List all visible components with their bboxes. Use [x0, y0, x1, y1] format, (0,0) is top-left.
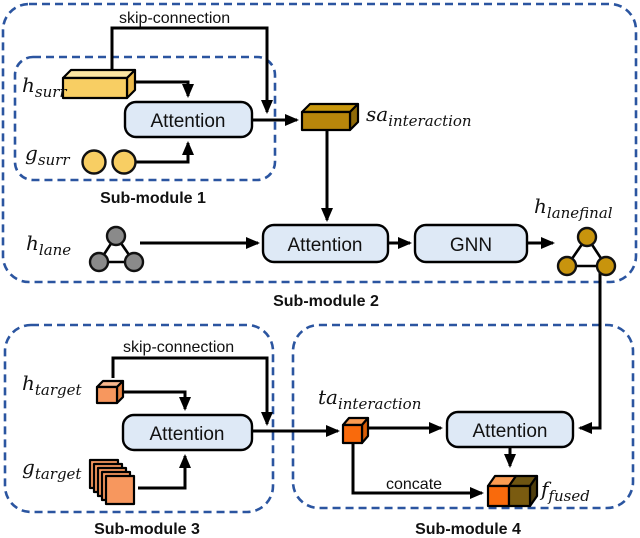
attention3-rect: [121, 413, 254, 452]
attention1-rect: [123, 100, 254, 139]
arrow-gsurr-to-attention1: [136, 141, 194, 164]
h-surr-tensor-front: [61, 76, 129, 100]
h-lanefinal-main: h: [534, 194, 547, 218]
h-lane-main: h: [26, 231, 39, 255]
skip-connection-arrow-top: [110, 26, 273, 114]
lane-node-left: [88, 251, 110, 273]
g-surr-sub: surr: [38, 151, 71, 169]
concate-label: concate: [386, 476, 442, 493]
h-target-label: htarget: [22, 371, 83, 399]
attention2-block: Attention: [261, 223, 390, 264]
g-target-layer-5: [104, 474, 136, 506]
h-lane-sub: lane: [39, 241, 71, 259]
submodule3-label: Sub-module 3: [94, 521, 200, 538]
h-lane-graph: [88, 225, 145, 273]
arrow-gtarget-to-attention3: [138, 454, 191, 490]
h-target-cube-front: [95, 385, 119, 405]
sa-sub: interaction: [388, 112, 471, 130]
concate-arrow: [351, 443, 484, 499]
attention2-label: Attention: [288, 235, 363, 256]
gnn-rect: [413, 223, 529, 264]
submodule2-outer-box: [1, 2, 638, 284]
sa-tensor-front: [300, 110, 352, 132]
attention2-rect: [261, 223, 390, 264]
attention1-block: Attention: [123, 100, 254, 139]
arrow-htarget-to-attention3: [123, 390, 191, 411]
g-target-sub: target: [35, 465, 83, 483]
attention3-block: Attention: [121, 413, 254, 452]
h-surr-main: h: [22, 73, 35, 97]
attention4-block: Attention: [445, 410, 575, 449]
submodule1-box: [13, 55, 277, 182]
submodule1-label: Sub-module 1: [100, 190, 206, 207]
f-fused-label: ffused: [539, 477, 590, 505]
attention3-label: Attention: [150, 424, 225, 445]
f-fused-cubes: [486, 474, 539, 508]
gnn-label: GNN: [450, 235, 492, 256]
g-target-label: gtarget: [22, 455, 82, 483]
ta-interaction-cube: [341, 416, 370, 445]
ta-main: ta: [318, 385, 338, 409]
attention4-label: Attention: [473, 421, 548, 442]
f-fused-front-olive: [507, 484, 532, 508]
g-surr-node-1: [81, 149, 107, 175]
h-target-cube: [95, 379, 125, 405]
f-fused-sub: fused: [547, 487, 589, 505]
submodule2-label: Sub-module 2: [273, 293, 379, 310]
g-surr-node-2: [111, 149, 137, 175]
h-lanefinal-label: hlanefinal: [534, 194, 613, 222]
sa-tensor-top: [300, 102, 360, 114]
ta-sub: interaction: [338, 395, 421, 413]
skip-connection-label-bottom: skip-connection: [123, 339, 234, 356]
g-target-stack: [88, 458, 136, 506]
h-lanefinal-graph: [556, 226, 617, 277]
submodule4-box: [291, 323, 635, 510]
h-lanefinal-sub: lanefinal: [547, 204, 613, 222]
h-surr-label: hsurr: [22, 73, 67, 101]
submodule4-label: Sub-module 4: [415, 521, 521, 538]
h-target-main: h: [22, 371, 35, 395]
lanefinal-node-right: [595, 255, 617, 277]
attention1-label: Attention: [151, 111, 226, 132]
ta-cube-front: [341, 423, 364, 445]
attention4-rect: [445, 410, 575, 449]
arrow-lanefinal-to-attention4: [578, 272, 602, 434]
f-fused-front-orange: [486, 484, 511, 508]
h-surr-sub: surr: [35, 83, 68, 101]
lanefinal-node-left: [556, 255, 578, 277]
arrow-hsurr-to-attention1: [133, 80, 194, 98]
ta-interaction-label: tainteraction: [318, 385, 421, 413]
g-target-main: g: [22, 455, 35, 479]
gnn-block: GNN: [413, 223, 529, 264]
lane-node-top: [105, 225, 127, 247]
sa-main: sa: [366, 102, 388, 126]
skip-connection-label-top: skip-connection: [119, 10, 230, 27]
h-lane-label: hlane: [26, 231, 71, 259]
h-target-sub: target: [35, 381, 83, 399]
lanefinal-node-top: [576, 226, 598, 248]
h-surr-tensor: [61, 68, 137, 100]
g-surr-nodes: [81, 149, 137, 175]
h-surr-tensor-top: [61, 68, 137, 80]
g-surr-main: g: [25, 141, 38, 165]
g-surr-label: gsurr: [25, 141, 70, 169]
lane-node-right: [123, 251, 145, 273]
sa-interaction-tensor: [300, 102, 360, 132]
sa-interaction-label: sainteraction: [366, 102, 472, 130]
submodule3-box: [3, 323, 275, 514]
skip-connection-arrow-bottom: [111, 356, 273, 426]
